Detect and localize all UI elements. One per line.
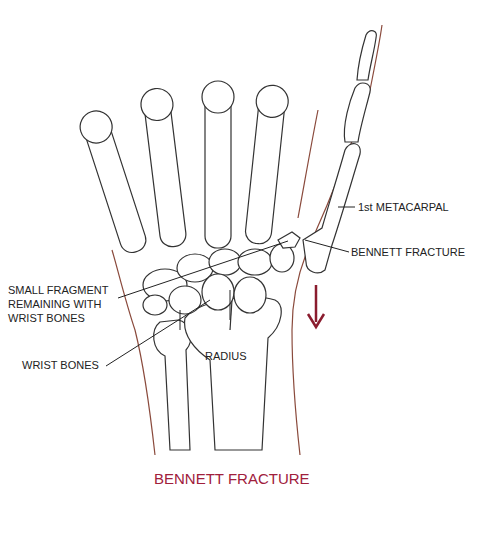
wrist-bones-label: WRIST BONES [22, 358, 122, 372]
figure-caption: BENNETT FRACTURE [154, 470, 310, 487]
metacarpal-label: 1st METACARPAL [358, 200, 468, 214]
fracture-label: BENNETT FRACTURE [351, 245, 476, 259]
fragment-label: SMALL FRAGMENT REMAINING WITH WRIST BONE… [8, 283, 120, 325]
leader-lines [106, 207, 355, 366]
displacement-arrow [308, 285, 324, 327]
radius-label: RADIUS [205, 349, 275, 363]
skin-outline [112, 25, 382, 455]
bones [76, 31, 376, 450]
